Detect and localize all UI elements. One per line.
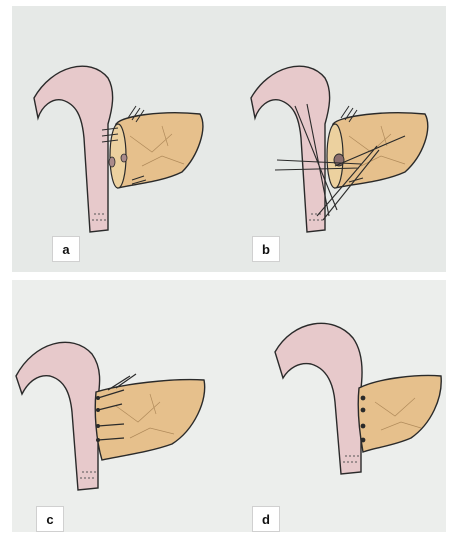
panel-b-drawing	[229, 6, 446, 272]
panel-d-pancreas	[358, 376, 441, 453]
panel-b-bowel-loop	[251, 66, 330, 232]
panel-c-label: c	[36, 506, 64, 532]
panel-a-pancreatic-duct	[121, 154, 127, 162]
panel-a-label: a	[52, 236, 80, 262]
panel-d-knot	[361, 396, 366, 401]
panel-c-pancreas	[95, 380, 204, 460]
photo-bottom-row: c d	[12, 280, 446, 532]
panel-a-bowel-loop	[34, 66, 113, 232]
panel-a-drawing	[12, 6, 229, 272]
photo-top-row: a b	[12, 6, 446, 272]
panel-c-bowel-loop	[16, 342, 100, 490]
panel-d-drawing	[229, 280, 446, 532]
panel-d-label: d	[252, 506, 280, 532]
panel-c-drawing	[12, 280, 229, 532]
panel-d-bowel-loop	[275, 323, 362, 474]
panel-a-duct-opening	[109, 157, 115, 167]
panel-b-label: b	[252, 236, 280, 262]
panel-a-pancreas	[113, 113, 203, 188]
